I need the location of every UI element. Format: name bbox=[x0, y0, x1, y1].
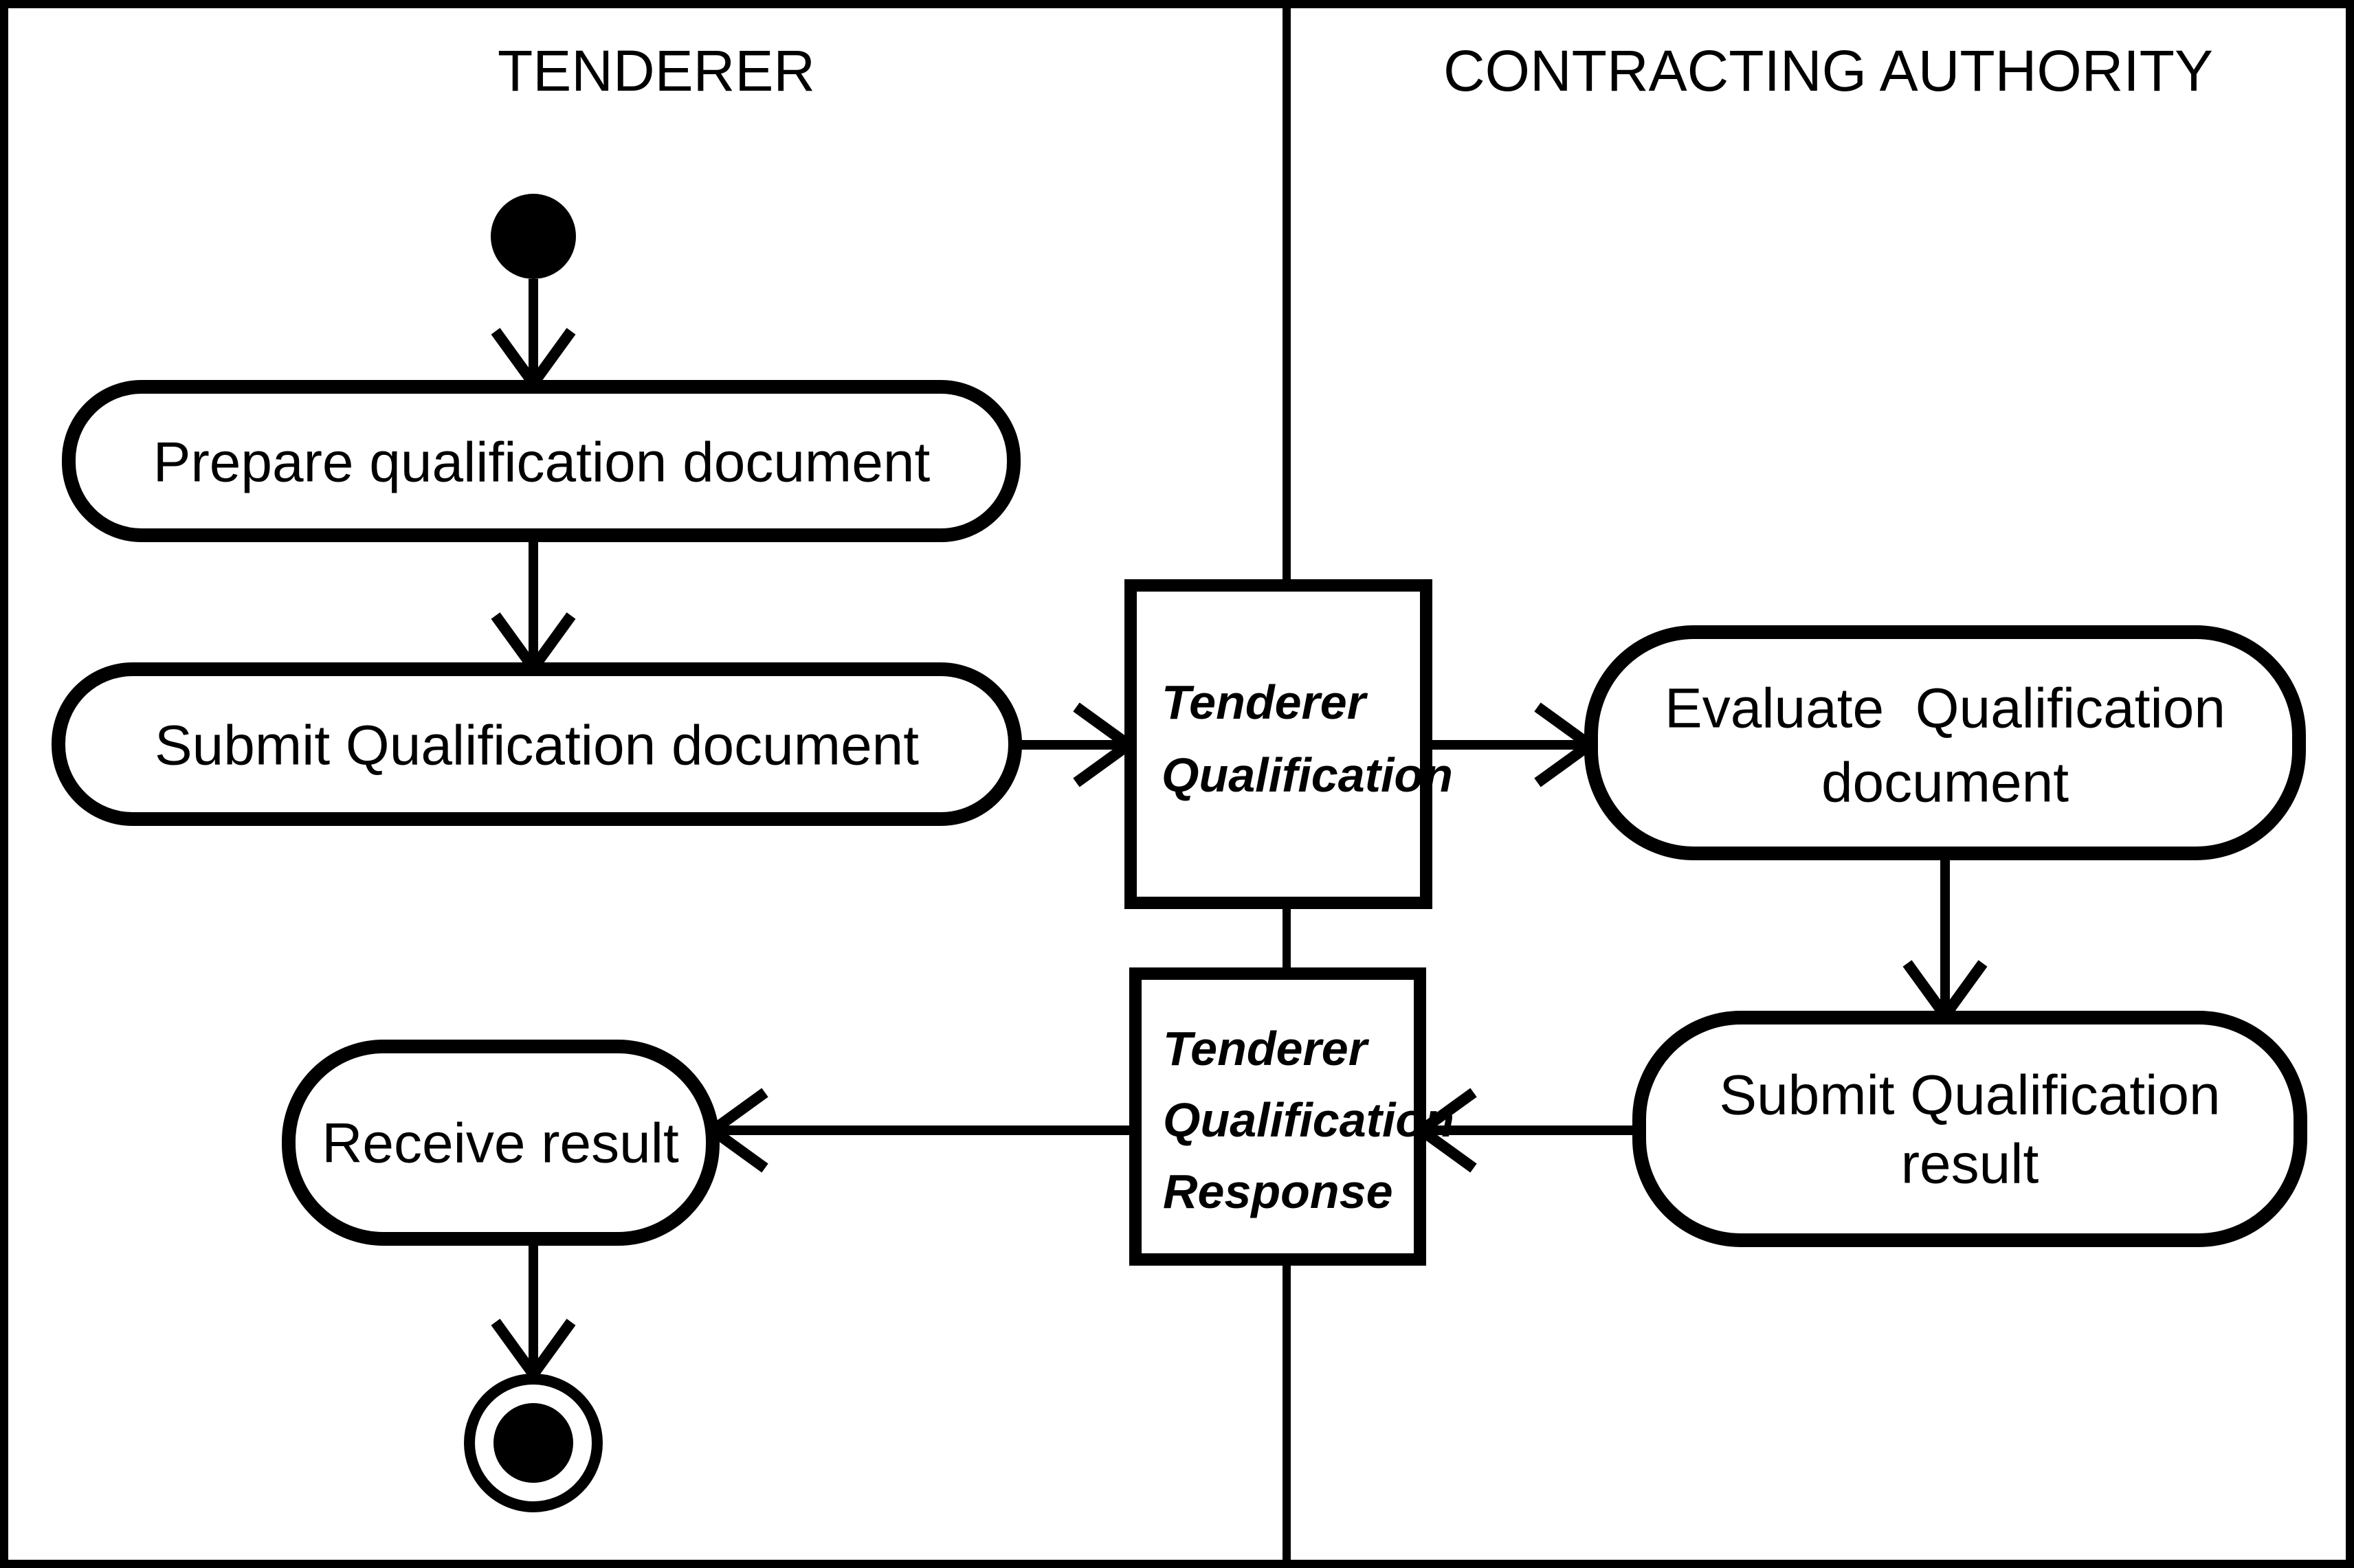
lane-title-contracting-authority: CONTRACTING AUTHORITY bbox=[1443, 38, 2213, 103]
activity-evaluate-qualification-document bbox=[1584, 625, 2306, 860]
object-label-line: Qualification bbox=[1162, 748, 1453, 802]
object-label-line: Qualification bbox=[1163, 1093, 1454, 1147]
activity-label-line: document bbox=[1821, 752, 2069, 814]
activity-label: Prepare qualification document bbox=[153, 432, 931, 494]
activity-label: Receive result bbox=[322, 1112, 679, 1175]
initial-node bbox=[491, 194, 576, 279]
object-tenderer-qualification bbox=[1124, 579, 1432, 909]
object-label-line: Response bbox=[1163, 1165, 1393, 1218]
activity-submit-qualification-document bbox=[52, 662, 1022, 826]
object-label-line: Tenderer bbox=[1162, 675, 1368, 729]
final-node-core bbox=[493, 1403, 573, 1483]
activity-prepare-qualification-document bbox=[62, 380, 1021, 542]
lane-title-tenderer: TENDERER bbox=[498, 38, 815, 103]
activity-label-line: result bbox=[1901, 1133, 2039, 1196]
activity-label: Submit Qualification document bbox=[155, 715, 919, 777]
activity-receive-result bbox=[282, 1040, 720, 1246]
object-tenderer-qualification-response bbox=[1129, 967, 1426, 1266]
object-label-line: Tenderer bbox=[1163, 1022, 1370, 1075]
activity-submit-qualification-result bbox=[1632, 1011, 2307, 1247]
activity-label-line: Submit Qualification bbox=[1719, 1064, 2220, 1127]
activity-label-line: Evaluate Qualification bbox=[1665, 677, 2225, 740]
